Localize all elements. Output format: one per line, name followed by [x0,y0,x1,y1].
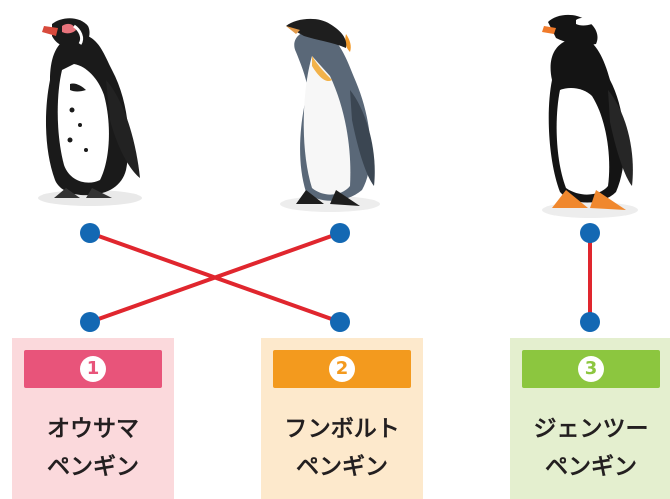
connection-dots [80,223,600,332]
card-1-name: オウサマ ペンギン [12,410,174,486]
card-2-dot[interactable] [330,312,350,332]
card-1[interactable]: 1 オウサマ ペンギン [12,338,174,499]
card-1-number: 1 [80,356,106,382]
card-1-name-line2: ペンギン [47,454,139,480]
card-1-name-line1: オウサマ [47,416,139,442]
card-3-name-line1: ジェンツー [533,416,649,442]
card-2-name: フンボルト ペンギン [261,410,423,486]
connection-line-2 [89,231,341,324]
card-3[interactable]: 3 ジェンツー ペンギン [510,338,670,499]
humboldt-penguin-icon [38,18,142,206]
penguin-2-dot[interactable] [330,223,350,243]
card-2[interactable]: 2 フンボルト ペンギン [261,338,423,499]
card-1-number-badge: 1 [24,350,162,388]
card-3-dot[interactable] [580,312,600,332]
card-2-name-line1: フンボルト [284,416,400,442]
card-2-number: 2 [329,356,355,382]
card-3-name: ジェンツー ペンギン [510,410,670,486]
card-2-name-line2: ペンギン [296,454,388,480]
card-3-number: 3 [578,356,604,382]
card-1-dot[interactable] [80,312,100,332]
card-2-number-badge: 2 [273,350,411,388]
connection-lines [89,231,592,324]
penguin-3-dot[interactable] [580,223,600,243]
card-3-number-badge: 3 [522,350,660,388]
penguin-1-dot[interactable] [80,223,100,243]
card-3-name-line2: ペンギン [545,454,637,480]
king-penguin-icon [280,18,380,212]
gentoo-penguin-icon [542,14,638,218]
